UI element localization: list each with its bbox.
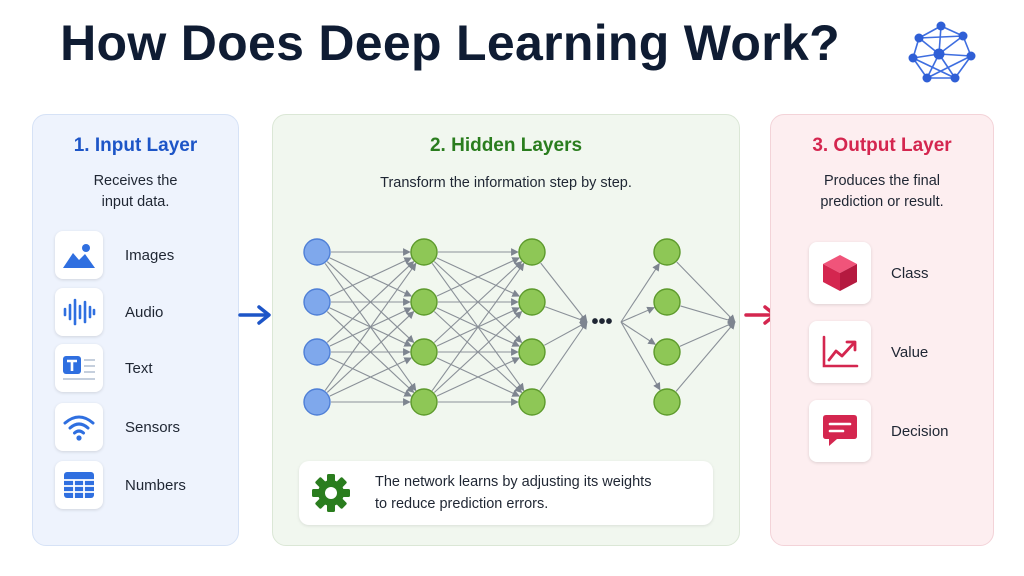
hidden-neuron [410,338,438,366]
input-neuron [303,338,331,366]
input-item-label: Text [125,359,153,377]
hidden-neuron [410,388,438,416]
connection-edge [329,257,413,297]
connection-edge [433,310,523,393]
audio-waveform-icon [63,298,96,326]
hidden-neuron [410,288,438,316]
input-item-label: Numbers [125,476,186,494]
connection-edge [431,262,525,391]
connection-edge [329,357,413,397]
chat-bubble-icon [823,415,857,446]
connection-edge [679,321,736,347]
neural-network-logo-icon [908,21,976,83]
output-item-label: Class [891,264,929,282]
input-item-images: Images [55,231,174,279]
neural-network-diagram: ••• [303,238,736,416]
connection-edge [433,260,523,343]
connection-edge [326,261,415,343]
connection-edge [675,321,736,392]
connection-edge [326,311,415,393]
image-icon [63,244,95,268]
input-item-audio: Audio [55,288,163,336]
input-item-label: Audio [125,303,164,321]
hidden-layers-description: Transform the information step by step. [380,175,632,191]
output-item-label: Value [891,343,929,361]
connection-edge [676,261,736,323]
connection-edge [620,263,660,323]
output-item-class: Class [809,242,929,304]
input-layer-description: Receives the input data. [93,173,178,210]
gear-icon [312,474,350,512]
connection-edge [436,257,520,297]
input-to-hidden-arrow-icon [238,305,271,325]
output-item-decision: Decision [809,400,949,462]
input-neuron [303,388,331,416]
ellipsis: ••• [591,311,612,333]
connection-edge [539,321,588,391]
connection-edge [324,262,417,391]
connection-edge [544,306,588,324]
output-layer-description: Produces the final prediction or result. [820,173,944,210]
input-item-label: Sensors [125,418,181,436]
connection-edge [540,262,588,323]
input-item-label: Images [125,246,175,264]
connection-edge [620,306,655,323]
output-layer-panel: 3. Output Layer Produces the final predi… [770,114,994,546]
output-item-value: Value [809,321,928,383]
hidden-neuron [653,388,681,416]
hidden-neuron [518,288,546,316]
connection-edge [436,357,520,397]
hidden-neuron [518,338,546,366]
line-chart-icon [822,335,859,368]
input-neuron [303,238,331,266]
hidden-neuron [653,338,681,366]
page-title: How Does Deep Learning Work? [60,15,840,71]
connection-edge [544,321,588,346]
hidden-neuron [653,288,681,316]
connection-edge [620,321,656,345]
learning-note: The network learns by adjusting its weig… [299,461,713,525]
hidden-neuron [410,238,438,266]
cube-icon [823,255,857,291]
hidden-neuron [518,238,546,266]
output-layer-title: 3. Output Layer [812,135,952,156]
input-layer-title: 1. Input Layer [73,135,198,156]
output-item-label: Decision [891,422,949,440]
hidden-layers-panel: 2. Hidden Layers Transform the informati… [272,114,740,546]
input-item-numbers: Numbers [55,461,186,509]
hidden-layers-title: 2. Hidden Layers [429,135,583,156]
connection-edge [680,305,736,324]
wifi-sensor-icon [63,415,95,441]
learning-note-text: The network learns by adjusting its weig… [375,474,652,512]
input-neuron [303,288,331,316]
hidden-neuron [518,388,546,416]
table-grid-icon [64,472,94,498]
text-document-icon [63,356,95,380]
connection-edge [620,321,661,391]
input-item-text: Text [55,344,153,392]
input-layer-panel: 1. Input Layer Receives the input data. … [32,114,239,546]
input-item-sensors: Sensors [55,403,180,451]
hidden-neuron [653,238,681,266]
